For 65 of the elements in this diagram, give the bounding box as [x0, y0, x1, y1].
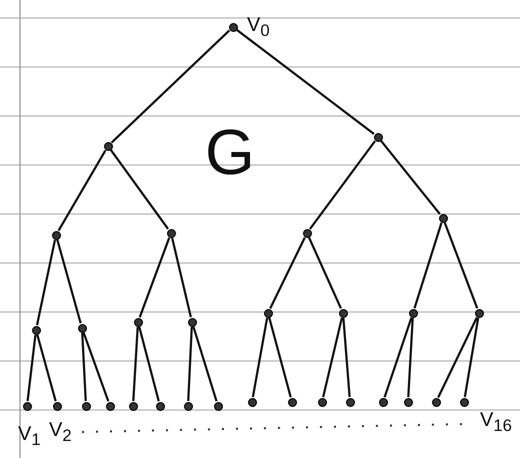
tree-edge	[309, 140, 376, 230]
tree-edge	[384, 317, 412, 398]
node-label: V$_{0}$	[247, 15, 270, 40]
graph-name-label: G	[205, 120, 255, 184]
tree-node	[22, 402, 32, 410]
tree-edge	[81, 332, 87, 402]
tree-edge	[171, 238, 192, 318]
tree-node	[184, 402, 192, 410]
tree-node	[52, 402, 62, 410]
tree-edge	[138, 237, 170, 318]
tree-edge	[132, 326, 139, 402]
tree-edge	[187, 326, 193, 402]
tree-node	[302, 228, 312, 238]
tree-edge	[26, 334, 36, 402]
tree-node	[228, 22, 238, 32]
tree-node	[264, 308, 272, 318]
tree-node	[474, 308, 484, 318]
tree-edge	[464, 318, 480, 398]
tree-node	[214, 402, 222, 410]
tree-node	[378, 398, 388, 406]
tree-edge	[236, 29, 375, 135]
tree-edge	[192, 326, 218, 402]
tree-edge	[444, 222, 478, 309]
tree-node	[346, 398, 354, 406]
tree-edge	[407, 318, 414, 398]
tree-node	[432, 398, 440, 406]
tree-edge	[36, 240, 56, 326]
tree-edge	[110, 149, 169, 230]
tree-edge	[58, 150, 106, 232]
tree-node	[134, 318, 142, 326]
tree-edge	[36, 334, 57, 402]
tree-edge	[413, 222, 443, 309]
tree-edge	[342, 318, 351, 398]
tree-edge	[268, 318, 292, 398]
tree-node	[32, 326, 40, 334]
tree-node	[188, 318, 196, 326]
tree-node	[404, 398, 412, 406]
tree-edge	[110, 30, 230, 144]
tree-edge	[322, 318, 343, 398]
tree-node	[104, 142, 112, 150]
tree-node	[82, 402, 90, 410]
tree-node	[408, 308, 418, 318]
tree-node	[166, 228, 176, 238]
tree-node	[460, 398, 468, 406]
tree-node	[156, 402, 164, 410]
tree-edge	[269, 237, 306, 309]
tree-node	[128, 402, 138, 410]
tree-edge	[56, 240, 82, 324]
node-label: V$_{1}$	[18, 424, 41, 449]
tree-node	[106, 402, 114, 410]
tree-edge	[308, 237, 342, 309]
tree-edge	[138, 326, 160, 402]
tree-node	[374, 132, 382, 142]
tree-node	[52, 230, 60, 240]
node-label: V$_{2}$	[49, 420, 72, 445]
tree-node	[248, 398, 256, 406]
tree-edge	[437, 317, 478, 398]
tree-node	[78, 324, 86, 332]
tree-edge	[380, 140, 441, 215]
node-label: V$_{16}$	[480, 410, 512, 435]
tree-node	[318, 398, 326, 406]
tree-node	[338, 308, 348, 318]
tree-edge	[252, 318, 268, 398]
tree-edge	[82, 332, 110, 402]
tree-node	[288, 398, 296, 406]
